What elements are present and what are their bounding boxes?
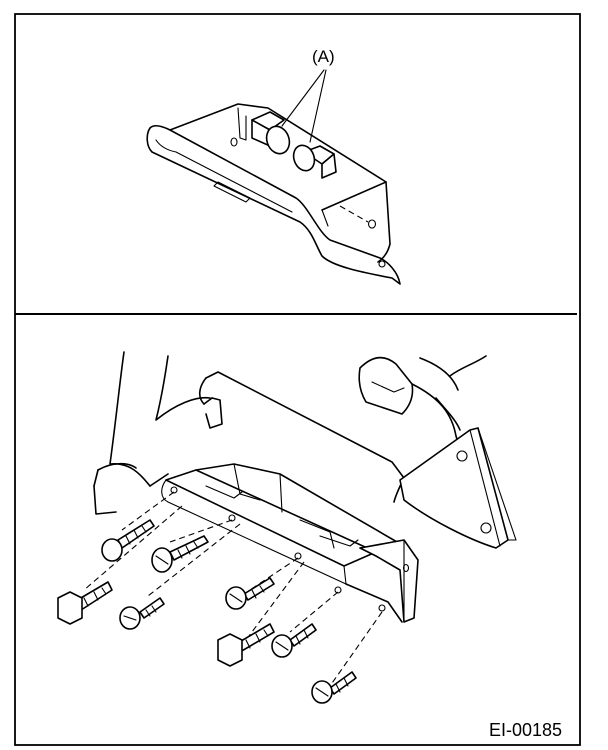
screw-1	[101, 519, 155, 562]
top-panel: (A)	[146, 47, 401, 285]
glove-box-illustration	[146, 103, 401, 285]
instrument-panel-outline	[93, 351, 517, 549]
bottom-panel	[57, 351, 517, 704]
glove-box-frame	[161, 463, 419, 623]
stopper-1	[251, 111, 291, 155]
figure-code: EI-00185	[489, 720, 562, 740]
screw-6	[311, 671, 357, 704]
bolt-1	[57, 581, 113, 625]
stopper-2	[292, 144, 337, 179]
bolt-2	[217, 623, 275, 667]
screw-3	[119, 597, 165, 630]
callout-a-label: (A)	[312, 47, 335, 66]
figure-border	[14, 13, 581, 746]
screw-4	[225, 577, 275, 610]
screw-2	[151, 535, 209, 573]
screw-5	[271, 623, 317, 658]
callout-a: (A)	[281, 47, 335, 143]
fastener-guide-lines	[83, 491, 383, 687]
